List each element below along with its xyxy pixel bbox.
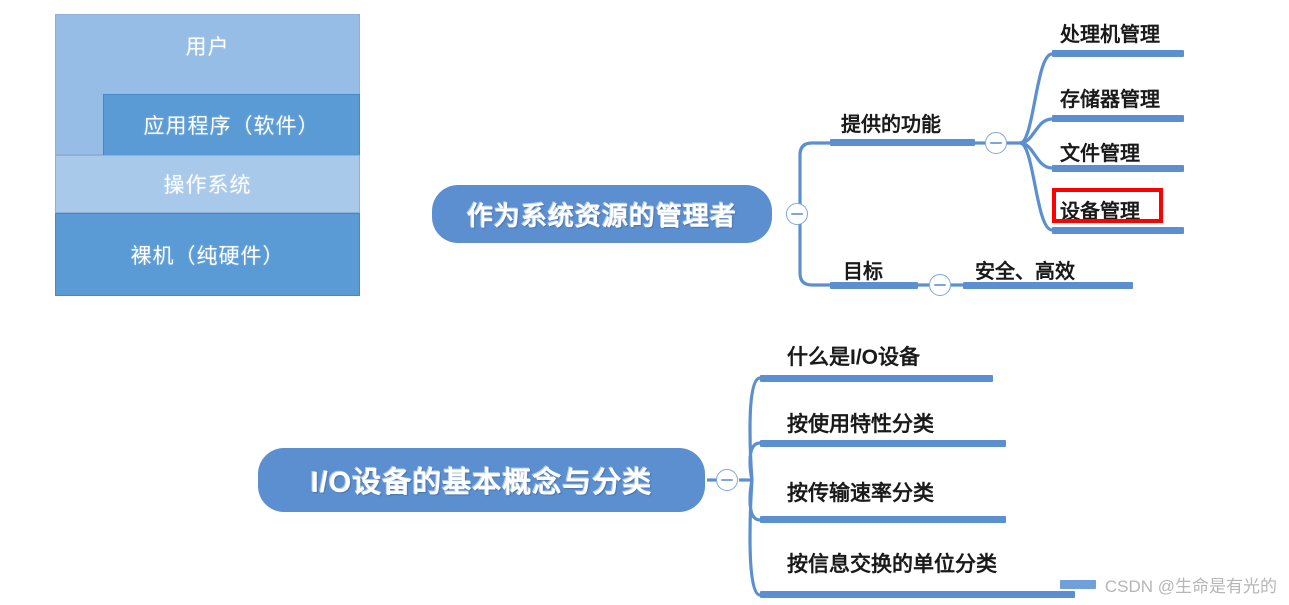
leaf-bar-memory-management: [1052, 115, 1184, 122]
layer-operating-system-label: 操作系统: [163, 173, 252, 197]
leaf-bar-what-is-io-device: [760, 375, 993, 382]
leaf-label-safe-efficient[interactable]: 安全、高效: [975, 261, 1075, 283]
leaf-label-memory-management[interactable]: 存储器管理: [1060, 89, 1160, 111]
collapse-toggle-root-top[interactable]: [786, 203, 808, 225]
leaf-label-what-is-io-device[interactable]: 什么是I/O设备: [787, 346, 921, 369]
layer-user-label: 用户: [185, 35, 230, 59]
collapse-toggle-root-bottom[interactable]: [716, 469, 738, 491]
leaf-label-by-usage-characteristics[interactable]: 按使用特性分类: [787, 413, 934, 436]
watermark: CSDN @生命是有光的: [1059, 572, 1277, 597]
leaf-bar-file-management: [1052, 165, 1184, 172]
layer-bare-machine-label: 裸机（纯硬件）: [130, 243, 285, 268]
layer-bare-machine: 裸机（纯硬件）: [55, 213, 360, 296]
leaf-bar-device-management: [1052, 227, 1184, 234]
branch-label-functions[interactable]: 提供的功能: [841, 114, 941, 136]
branch-bar-goal: [830, 282, 918, 289]
leaf-bar-safe-efficient: [963, 282, 1133, 289]
layer-operating-system: 操作系统: [55, 155, 360, 213]
mindmap-top-root[interactable]: 作为系统资源的管理者: [432, 185, 772, 243]
mindmap-bottom-root[interactable]: I/O设备的基本概念与分类: [258, 448, 705, 512]
branch-bar-functions: [830, 139, 975, 146]
mindmap-bottom-root-label: I/O设备的基本概念与分类: [310, 467, 653, 499]
os-layer-stack: 用户 应用程序（软件） 操作系统 裸机（纯硬件）: [55, 14, 360, 296]
watermark-dash-icon: [1059, 580, 1096, 589]
layer-application-label: 应用程序（软件）: [143, 114, 320, 138]
highlight-box-device-management: [1052, 188, 1163, 223]
leaf-bar-by-information-exchange-unit: [760, 591, 1075, 598]
leaf-bar-by-transfer-rate: [760, 516, 1006, 523]
collapse-toggle-goal[interactable]: [929, 274, 951, 296]
branch-label-goal[interactable]: 目标: [843, 261, 883, 283]
leaf-label-device-management[interactable]: 设备管理: [1060, 201, 1140, 223]
leaf-label-processor-management[interactable]: 处理机管理: [1060, 24, 1160, 46]
watermark-text: CSDN @生命是有光的: [1104, 577, 1277, 596]
layer-application: 应用程序（软件）: [103, 94, 360, 156]
leaf-label-by-information-exchange-unit[interactable]: 按信息交换的单位分类: [787, 553, 997, 576]
leaf-label-by-transfer-rate[interactable]: 按传输速率分类: [787, 482, 934, 505]
leaf-label-file-management[interactable]: 文件管理: [1060, 143, 1140, 165]
leaf-bar-by-usage-characteristics: [760, 440, 1006, 447]
leaf-bar-processor-management: [1052, 50, 1184, 57]
mindmap-top-root-label: 作为系统资源的管理者: [466, 200, 737, 231]
collapse-toggle-functions[interactable]: [985, 132, 1007, 154]
